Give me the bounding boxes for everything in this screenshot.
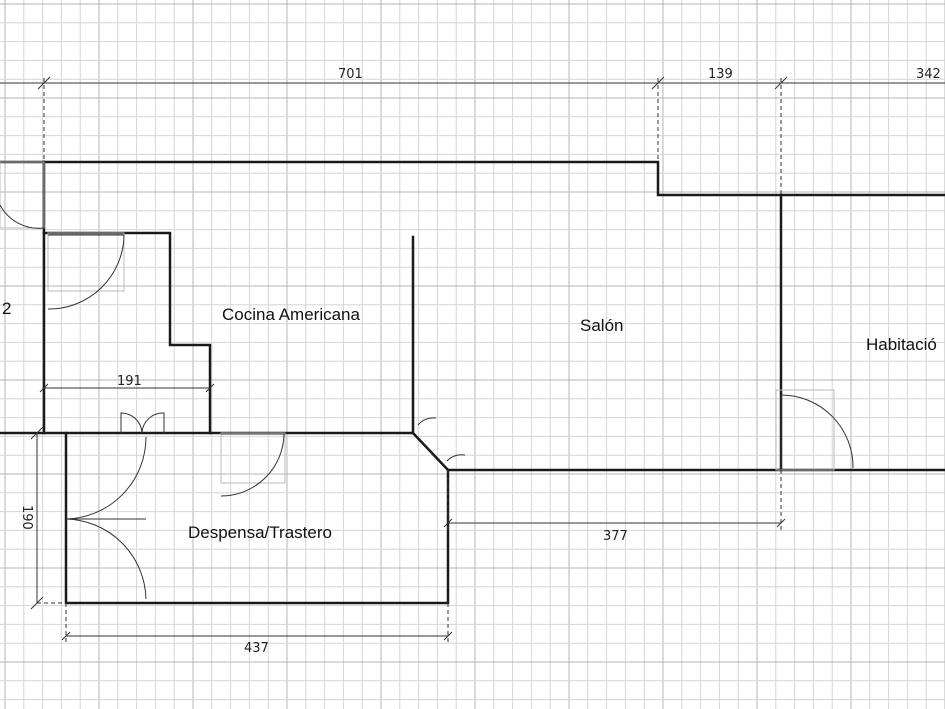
bath-inner-wall bbox=[42, 231, 212, 435]
door-cocina-lower bbox=[220, 432, 286, 497]
dim-label-top-right: 342 bbox=[916, 67, 941, 82]
outer-top-wall bbox=[42, 160, 945, 197]
dim-label-top-mid: 139 bbox=[708, 67, 733, 82]
door-bath bbox=[47, 232, 125, 310]
dim-label-despensa-width: 437 bbox=[244, 641, 269, 656]
dim-label-right-lower: 377 bbox=[603, 529, 628, 544]
room-label-despensa: Despensa/Trastero bbox=[188, 523, 332, 542]
door-despensa-double bbox=[65, 436, 147, 600]
room-label-partial: 2 bbox=[2, 299, 11, 318]
room-label-cocina: Cocina Americana bbox=[222, 305, 361, 324]
dim-label-cocina-width: 191 bbox=[117, 374, 142, 389]
salon-lower-wall bbox=[411, 431, 945, 472]
door-despensa-top bbox=[120, 412, 165, 434]
doors bbox=[0, 161, 854, 600]
dimensions bbox=[0, 76, 945, 642]
door-bath-left bbox=[0, 161, 45, 229]
room-label-salon: Salón bbox=[580, 316, 623, 335]
dim-label-despensa-height: 190 bbox=[19, 505, 34, 530]
door-habitacion bbox=[775, 389, 854, 471]
room-label-habitacion: Habitació bbox=[866, 335, 937, 354]
door-salon-diagonal bbox=[417, 417, 466, 462]
dim-label-top-main: 701 bbox=[338, 67, 363, 82]
despensa-wall bbox=[64, 431, 450, 605]
